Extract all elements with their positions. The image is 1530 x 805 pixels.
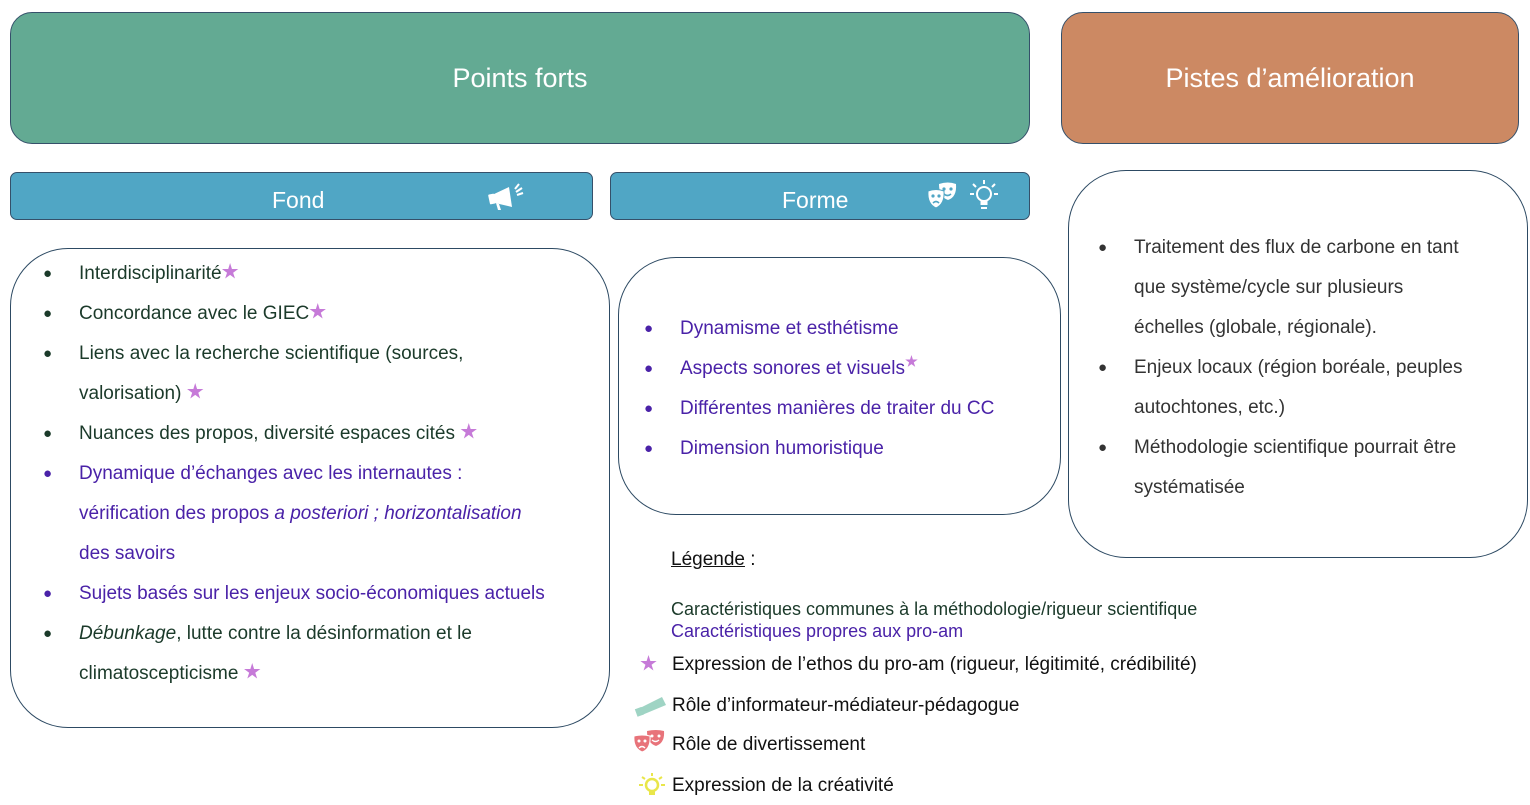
list-item: ●Liens avec la recherche scientifique (s…: [43, 343, 464, 364]
ethos-star-icon: [187, 383, 204, 399]
ethos-star-icon: [221, 263, 239, 279]
fond-box: [10, 248, 610, 728]
list-item: échelles (globale, régionale).: [1134, 317, 1377, 338]
forme-label: Forme: [782, 187, 849, 213]
fond-list: ●Interdisciplinarité ●Concordance avec l…: [43, 254, 545, 694]
fond-label: Fond: [272, 187, 325, 213]
list-item: systématisée: [1134, 477, 1245, 498]
list-item: ●Méthodologie scientifique pourrait être: [1098, 437, 1457, 458]
list-item: ●Différentes manières de traiter du CC: [644, 398, 995, 419]
ethos-star-icon: [244, 663, 261, 679]
list-item: ●Débunkage, lutte contre la désinformati…: [43, 623, 472, 644]
list-item: ●Aspects sonores et visuels: [644, 349, 994, 389]
star-icon: [640, 655, 657, 671]
forme-header: Forme: [610, 172, 1030, 220]
list-item: ●Concordance avec le GIEC: [43, 294, 545, 334]
pistes-amelioration-title: Pistes d’amélioration: [1165, 62, 1415, 93]
legend-proam: Caractéristiques propres aux pro-am: [671, 621, 964, 641]
list-item: climatoscepticisme: [79, 654, 545, 694]
list-item: ●Dynamisme et esthétisme: [644, 318, 899, 339]
list-item: ●Dimension humoristique: [644, 438, 884, 459]
points-forts-title: Points forts: [452, 62, 588, 93]
list-item: ●Sujets basés sur les enjeux socio-écono…: [43, 583, 545, 604]
legend-common: Caractéristiques communes à la méthodolo…: [671, 599, 1198, 619]
megaphone-icon: [634, 697, 666, 717]
ethos-star-icon: [905, 355, 918, 367]
list-item: que système/cycle sur plusieurs: [1134, 277, 1404, 298]
ethos-star-icon: [309, 303, 326, 319]
ameliorations-list: ●Traitement des flux de carbone en tant …: [1098, 228, 1463, 508]
points-forts-banner: Points forts: [10, 12, 1030, 144]
list-item: autochtones, etc.): [1134, 397, 1286, 418]
list-item: ●Nuances des propos, diversité espaces c…: [43, 414, 545, 454]
list-item: ●Interdisciplinarité: [43, 254, 545, 294]
legend-ethos-row: Expression de l’ethos du pro-am (rigueur…: [632, 650, 1197, 680]
legend-divertissement-row: Rôle de divertissement: [632, 730, 865, 760]
megaphone-icon: [488, 183, 524, 210]
lightbulb-icon: [639, 773, 665, 795]
list-item: ●Traitement des flux de carbone en tant: [1098, 237, 1459, 258]
list-item: ●Dynamique d’échanges avec les internaut…: [43, 463, 463, 484]
legend-informateur-row: Rôle d’informateur-médiateur-pédagogue: [632, 691, 1019, 721]
list-item: des savoirs: [79, 543, 176, 564]
forme-list: ●Dynamisme et esthétisme ●Aspects sonore…: [644, 309, 995, 469]
theater-masks-icon: [633, 730, 665, 753]
forme-box: [618, 257, 1061, 515]
theater-masks-icon: [927, 182, 957, 209]
legend-title: Légende :: [671, 549, 756, 570]
list-item: vérification des propos a posteriori ; h…: [79, 503, 522, 524]
fond-header: Fond: [10, 172, 593, 220]
ameliorations-box: [1068, 170, 1528, 558]
list-item: valorisation): [79, 374, 545, 414]
legend-creativite-row: Expression de la créativité: [632, 771, 894, 801]
pistes-amelioration-banner: Pistes d’amélioration: [1061, 12, 1519, 144]
lightbulb-icon: [970, 180, 998, 209]
list-item: ●Enjeux locaux (région boréale, peuples: [1098, 357, 1463, 378]
ethos-star-icon: [460, 423, 477, 439]
